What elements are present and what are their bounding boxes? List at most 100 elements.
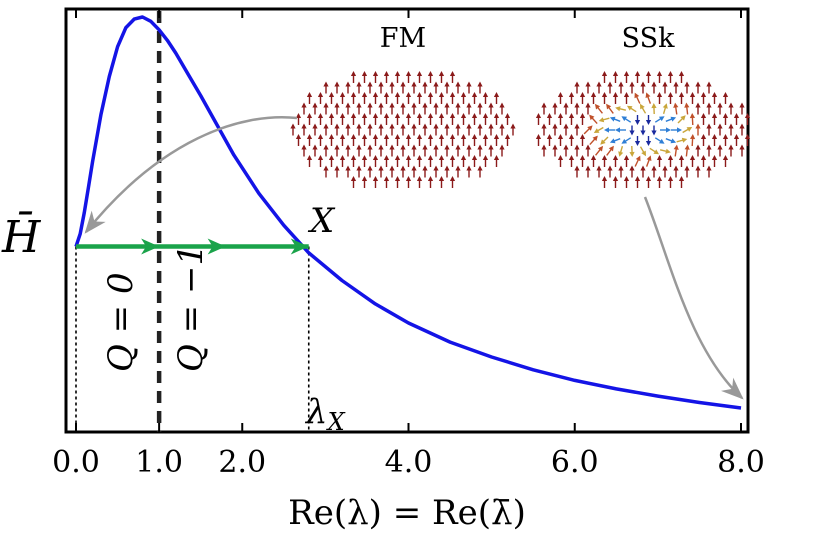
inset-fm-spin-105 xyxy=(318,134,323,146)
inset-ssk-spin-87-head xyxy=(666,127,671,132)
inset-fm-spin-102 xyxy=(510,124,515,136)
inset-fm-spin-182 xyxy=(428,176,433,188)
inset-fm-spin-18-head xyxy=(411,82,416,87)
inset-fm-spin-181-head xyxy=(417,176,422,181)
inset-fm-spin-77 xyxy=(461,113,466,125)
inset-ssk-spin-84 xyxy=(629,126,634,136)
inset-fm-spin-51 xyxy=(389,103,394,115)
inset-ssk-spin-47 xyxy=(651,103,657,114)
inset-ssk-spin-92-head xyxy=(717,124,722,129)
inset-fm-spin-180-head xyxy=(406,176,411,181)
inset-ssk-spin-78-head xyxy=(563,124,568,129)
inset-fm-spin-15 xyxy=(378,82,383,94)
x-tick-label-5: 8.0 xyxy=(717,445,765,480)
inset-ssk-spin-25-head xyxy=(602,92,607,97)
inset-ssk-spin-133 xyxy=(739,145,744,157)
inset-fm-spin-32 xyxy=(384,92,389,104)
inset-fm-spin-123-head xyxy=(301,145,306,150)
inset-fm-spin-24-head xyxy=(477,82,482,87)
inset-fm-spin-34-head xyxy=(406,92,411,97)
inset-fm-spin-85 xyxy=(323,124,328,136)
inset-ssk-spin-118 xyxy=(574,145,579,157)
inset-ssk-spin-62-head xyxy=(598,117,604,123)
inset-ssk-spin-91 xyxy=(706,124,711,136)
inset-ssk-spin-37-head xyxy=(541,103,546,108)
inset-fm-spin-125 xyxy=(323,145,328,157)
inset-fm-spin-161 xyxy=(334,166,339,178)
inset-ssk-spin-112 xyxy=(723,134,728,146)
inset-fm-spin-52 xyxy=(400,103,405,115)
inset-ssk-spin-141-head xyxy=(636,155,643,162)
inset-fm-spin-33-head xyxy=(395,92,400,97)
inset-ssk-spin-83 xyxy=(615,127,626,132)
inset-fm-spin-43 xyxy=(301,103,306,115)
inset-ssk-spin-68-shaft xyxy=(666,119,673,121)
inset-fm-spin-174 xyxy=(477,166,482,178)
inset-fm-spin-136-head xyxy=(444,145,449,150)
inset-fm-spin-22-head xyxy=(455,82,460,87)
inset-ssk-spin-142 xyxy=(644,155,653,168)
inset-ssk-spin-15 xyxy=(651,82,656,94)
inset-fm-spin-45 xyxy=(323,103,328,115)
x-tick-label-4: 6.0 xyxy=(551,445,599,480)
inset-fm-spin-170 xyxy=(433,166,438,178)
inset-fm-spin-80 xyxy=(494,113,499,125)
inset-ssk-spin-29-shaft xyxy=(648,96,651,104)
y-axis-label: H̄ xyxy=(1,210,42,263)
inset-ssk-spin-113-head xyxy=(734,134,739,139)
inset-ssk-spin-19-head xyxy=(695,82,700,87)
inset-ssk-spin-44-head xyxy=(615,105,621,111)
inset-fm-spin-173 xyxy=(466,166,471,178)
inset-ssk-spin-138 xyxy=(602,155,607,167)
inset-fm-spin-18 xyxy=(411,82,416,94)
inset-fm-spin-26 xyxy=(318,92,323,104)
inset-ssk-spin-15-head xyxy=(651,82,656,87)
inset-fm-spin-112 xyxy=(395,134,400,146)
inset-ssk-spin-94-head xyxy=(739,124,744,129)
inset-fm-spin-145 xyxy=(340,155,345,167)
x-tick-label-0: 0.0 xyxy=(52,445,100,480)
inset-fm-spin-3-head xyxy=(384,71,389,76)
inset-fm-spin-65-head xyxy=(329,113,334,118)
inset-fm-spin-156 xyxy=(461,155,466,167)
inset-ssk-spin-30 xyxy=(657,92,662,104)
inset-fm-spin-95 xyxy=(433,124,438,136)
inset-fm-spin-6-head xyxy=(417,71,422,76)
inset-ssk-spin-28-shaft xyxy=(636,96,639,103)
inset-ssk-spin-104 xyxy=(635,136,640,146)
inset-fm-spin-50 xyxy=(378,103,383,115)
inset-fm-spin-181 xyxy=(417,176,422,188)
inset-ssk-spin-106 xyxy=(654,136,666,146)
inset-ssk-spin-36-head xyxy=(723,92,728,97)
inset-fm-spin-166 xyxy=(389,166,394,178)
inset-fm-spin-115-head xyxy=(428,134,433,139)
inset-fm-spin-60 xyxy=(488,103,493,115)
inset-fm-spin-171-head xyxy=(444,166,449,171)
inset-fm-spin-129 xyxy=(367,145,372,157)
inset-ssk-spin-36 xyxy=(723,92,728,104)
inset-fm-spin-58 xyxy=(466,103,471,115)
inset-fm-spin-123 xyxy=(301,145,306,157)
inset-fm-spin-83-head xyxy=(301,124,306,129)
inset-ssk-spin-108 xyxy=(676,136,688,144)
inset-fm-lattice xyxy=(290,71,515,188)
inset-ssk-spin-135 xyxy=(569,155,574,167)
inset-ssk-spin-100-shaft xyxy=(590,139,595,145)
inset-ssk-spin-49-head xyxy=(673,102,679,108)
inset-ssk-spin-144-head xyxy=(668,155,673,160)
inset-ssk-spin-101-shaft xyxy=(603,137,608,142)
inset-ssk-spin-96-head xyxy=(547,134,552,139)
inset-fm-spin-75-head xyxy=(439,113,444,118)
inset-fm-spin-105-head xyxy=(318,134,323,139)
inset-ssk-spin-1-head xyxy=(613,71,618,76)
inset-ssk-spin-102-shaft xyxy=(614,139,621,141)
inset-fm-spin-149-head xyxy=(384,155,389,160)
inset-fm-spin-37 xyxy=(439,92,444,104)
inset-ssk-spin-81 xyxy=(593,125,605,135)
inset-fm-spin-57 xyxy=(455,103,460,115)
inset-fm-spin-16-head xyxy=(389,82,394,87)
inset-ssk-spin-136-head xyxy=(580,155,585,160)
ssk-pointer-arrow xyxy=(645,197,742,398)
inset-ssk-spin-122 xyxy=(617,145,625,157)
inset-ssk-spin-100 xyxy=(588,134,600,146)
